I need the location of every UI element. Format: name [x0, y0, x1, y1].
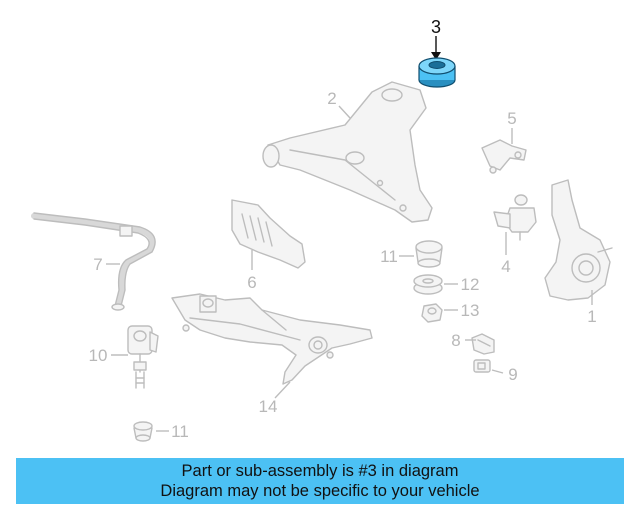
callout-2: 2 [327, 89, 336, 108]
part-3-bushing[interactable] [418, 36, 456, 88]
part-6-shield[interactable] [231, 199, 306, 269]
callout-3: 3 [431, 17, 441, 37]
info-banner: Part or sub-assembly is #3 in diagram Di… [16, 458, 624, 504]
part-4-ball-joint[interactable] [493, 194, 537, 241]
callout-5: 5 [507, 109, 516, 128]
callout-11-lower: 11 [171, 422, 189, 441]
banner-line-2: Diagram may not be specific to your vehi… [160, 482, 480, 500]
part-10-stabilizer-link[interactable] [127, 325, 159, 389]
banner-line-1: Part or sub-assembly is #3 in diagram [181, 462, 459, 480]
part-5-bracket[interactable] [481, 139, 527, 174]
part-11-bushing-upper[interactable] [415, 240, 443, 268]
callout-10: 10 [89, 346, 108, 365]
callout-14: 14 [259, 397, 278, 416]
callout-7: 7 [93, 255, 102, 274]
callout-9: 9 [508, 365, 517, 384]
callout-11-upper: 11 [380, 247, 398, 266]
callout-4: 4 [501, 257, 510, 276]
callout-13: 13 [461, 301, 480, 320]
part-14-subframe[interactable] [171, 293, 373, 385]
part-12-washer[interactable] [413, 274, 443, 295]
callout-6: 6 [247, 273, 256, 292]
part-13-nut[interactable] [421, 303, 443, 323]
parts-diagram: 3 2 5 1 4 7 [31, 17, 613, 442]
part-2-control-arm[interactable] [262, 81, 433, 223]
callout-12: 12 [461, 275, 480, 294]
part-7-stabilizer-bar[interactable] [31, 212, 156, 311]
callout-8: 8 [451, 331, 460, 350]
part-11-bushing-lower[interactable] [133, 421, 153, 442]
part-9-clip[interactable] [473, 359, 491, 373]
part-1-knuckle[interactable] [544, 179, 613, 301]
callout-1: 1 [587, 307, 596, 326]
part-8-bolt[interactable] [471, 333, 495, 355]
